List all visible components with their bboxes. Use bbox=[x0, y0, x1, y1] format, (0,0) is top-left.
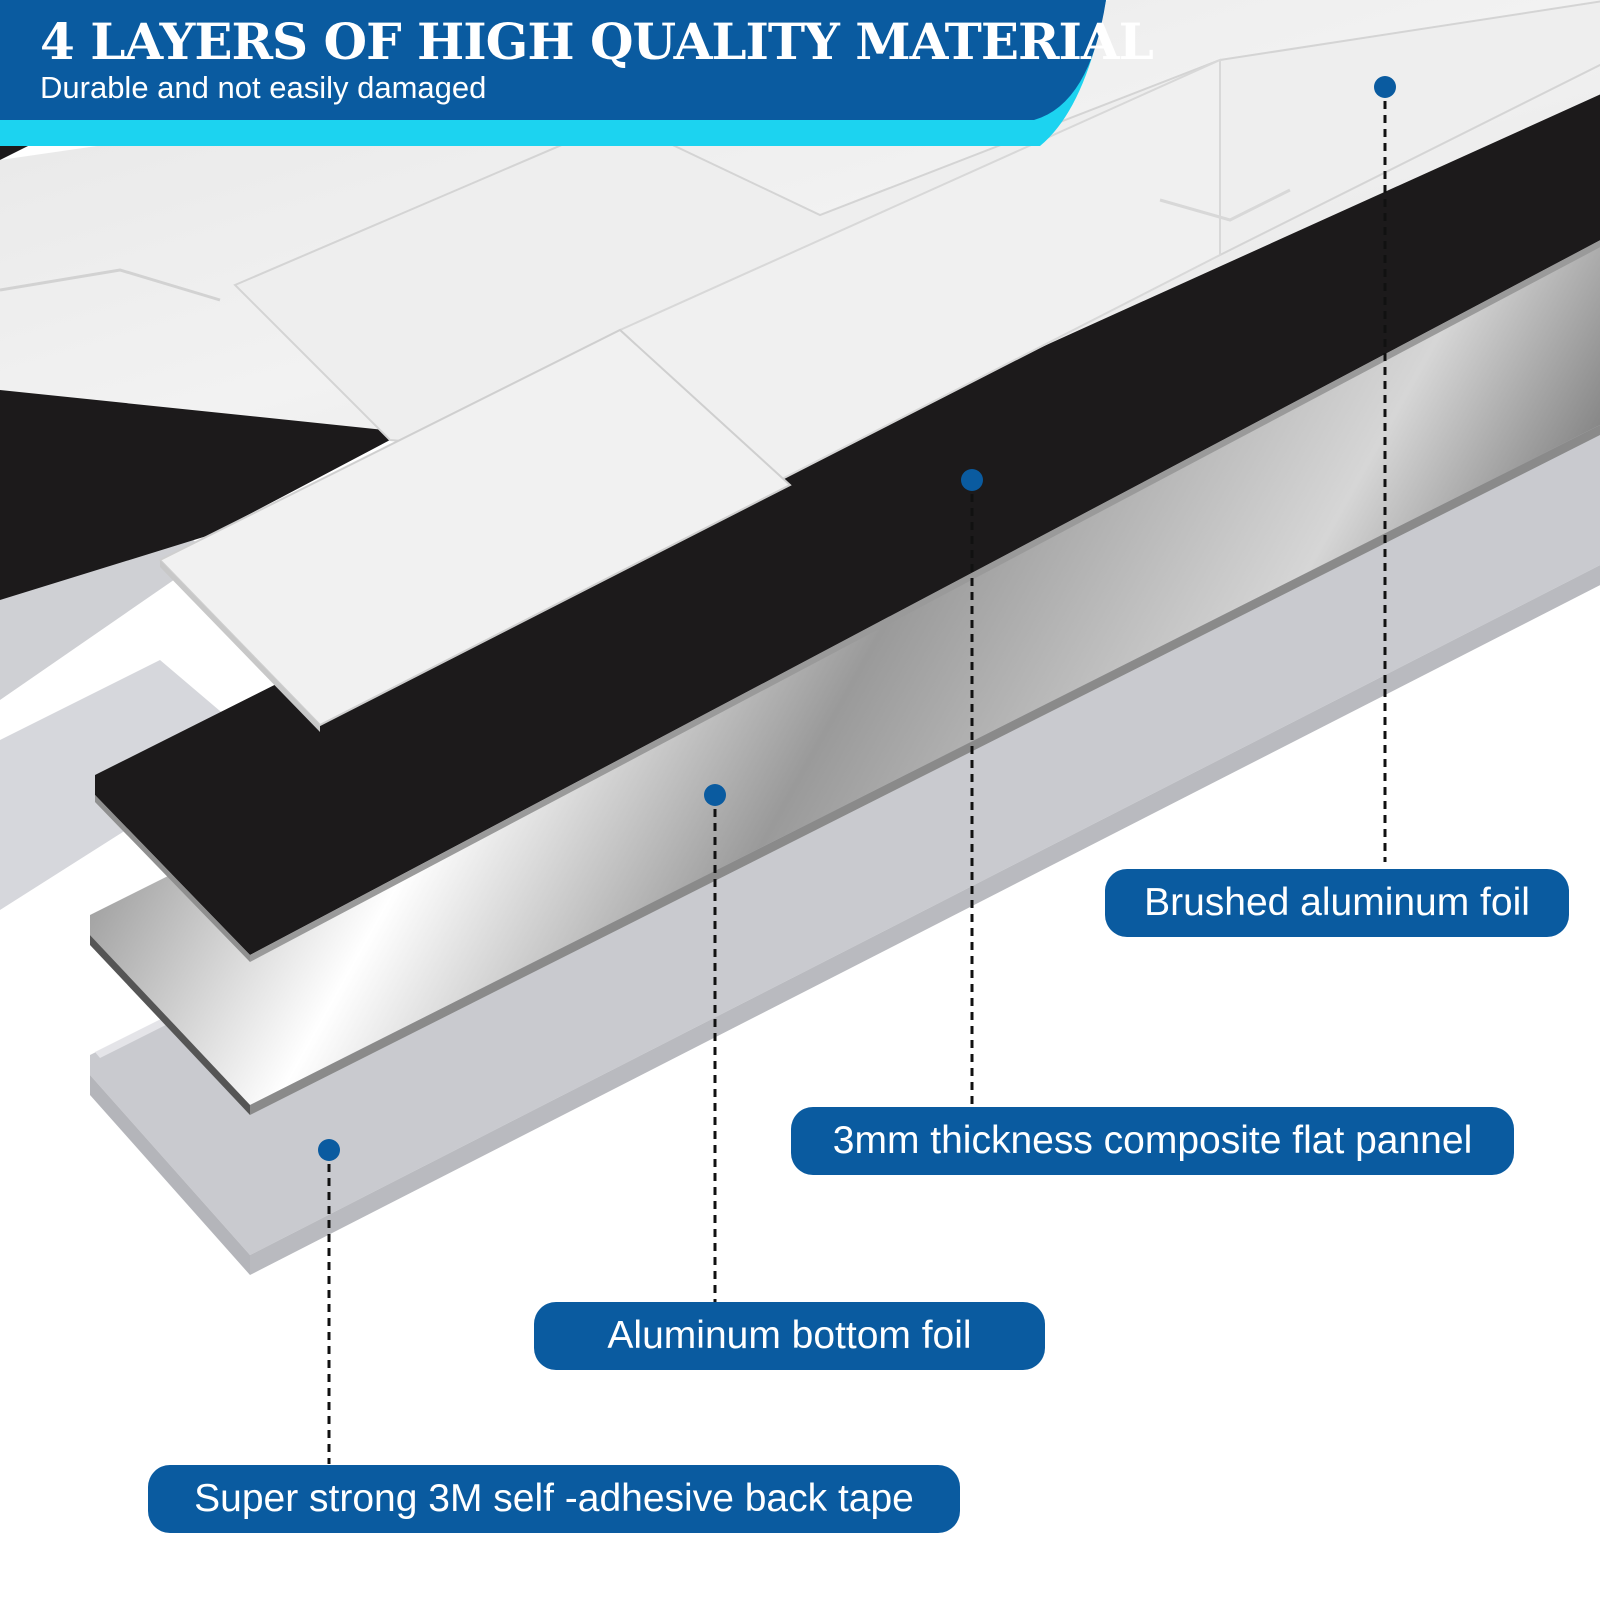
marker-dot-adhesive-tape bbox=[318, 1139, 340, 1161]
label-adhesive-back-tape: Super strong 3M self -adhesive back tape bbox=[148, 1465, 960, 1533]
leader-aluminum-foil bbox=[704, 784, 726, 1302]
leader-composite-panel bbox=[961, 469, 983, 1106]
marker-dot-brushed-foil bbox=[1374, 76, 1396, 98]
leader-brushed-foil bbox=[1374, 76, 1396, 862]
label-brushed-aluminum-foil: Brushed aluminum foil bbox=[1105, 869, 1569, 937]
label-aluminum-bottom-foil: Aluminum bottom foil bbox=[534, 1302, 1045, 1370]
header-banner: 4 LAYERS OF HIGH QUALITY MATERIAL Durabl… bbox=[0, 0, 1154, 148]
label-composite-panel: 3mm thickness composite flat pannel bbox=[791, 1107, 1514, 1175]
marker-dot-composite-panel bbox=[961, 469, 983, 491]
page-subtitle: Durable and not easily damaged bbox=[40, 70, 487, 105]
leader-adhesive-tape bbox=[318, 1139, 340, 1464]
marker-dot-aluminum-foil bbox=[704, 784, 726, 806]
page-title: 4 LAYERS OF HIGH QUALITY MATERIAL bbox=[40, 12, 1154, 71]
